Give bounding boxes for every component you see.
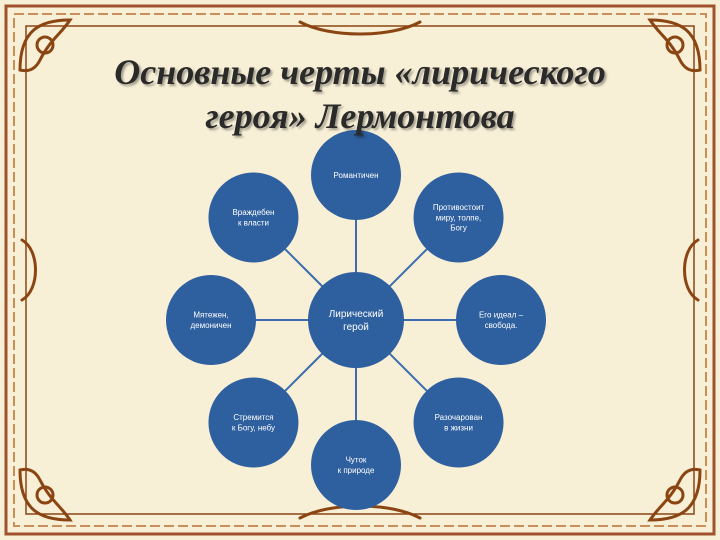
- title-line-1: Основные черты «лирического: [114, 52, 606, 92]
- node-freedom-text-line: свобода.: [485, 321, 518, 330]
- node-opposes-text-line: миру, толпе,: [436, 213, 482, 222]
- node-disappointed-text-line: в жизни: [444, 424, 473, 433]
- node-nature-text-line: Чуток: [346, 456, 367, 465]
- node-romantic: [311, 130, 401, 220]
- center-node-text-line: герой: [343, 322, 369, 333]
- page-title: Основные черты «лирического героя» Лермо…: [60, 50, 660, 138]
- node-romantic-text-line: Романтичен: [334, 171, 379, 180]
- node-opposes-text-line: Противостоит: [433, 203, 485, 212]
- center-node: [308, 272, 404, 368]
- node-nature-text-line: к природе: [338, 466, 375, 475]
- center-node-text-line: Лирический: [329, 309, 384, 320]
- node-opposes-text-line: Богу: [450, 224, 467, 233]
- node-opposes: [413, 172, 504, 263]
- node-rebel-text-line: демоничен: [191, 321, 232, 330]
- node-hostile: [208, 172, 299, 263]
- node-heaven: [208, 377, 299, 468]
- node-rebel: [166, 275, 256, 365]
- title-line-2: героя» Лермонтова: [205, 96, 515, 136]
- node-freedom: [456, 275, 546, 365]
- node-heaven-text-line: к Богу, небу: [232, 424, 275, 433]
- node-hostile-text-line: к власти: [238, 218, 269, 227]
- node-hostile-text-line: Враждебен: [232, 208, 274, 217]
- node-freedom-text-line: Его идеал –: [479, 311, 524, 320]
- node-nature: [311, 420, 401, 510]
- node-heaven-text-line: Стремится: [233, 413, 273, 422]
- node-disappointed: [413, 377, 504, 468]
- node-rebel-text-line: Мятежен,: [193, 311, 228, 320]
- node-disappointed-text-line: Разочарован: [435, 413, 483, 422]
